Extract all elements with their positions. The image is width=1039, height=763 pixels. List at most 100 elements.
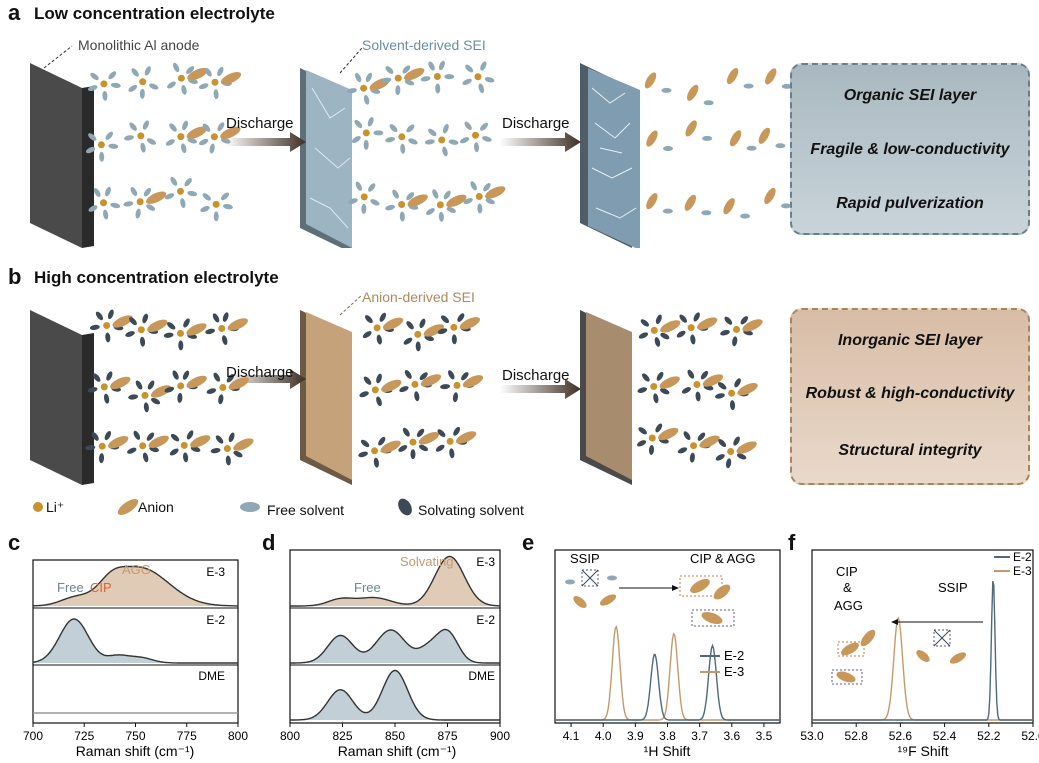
solvent-molecule: [205, 328, 216, 335]
solvent-molecule: [470, 181, 477, 191]
solvent-molecule: [222, 312, 229, 322]
solvent-molecule: [178, 340, 184, 351]
solvent-molecule: [92, 373, 101, 382]
li-ion: [223, 445, 231, 453]
solvent-molecule: [655, 423, 663, 433]
solvent-molecule: [462, 78, 472, 85]
callout-monolithic-anode: Monolithic Al anode: [78, 37, 200, 53]
solvent-molecule: [732, 336, 738, 347]
anion: [186, 323, 207, 336]
solvent-molecule: [419, 372, 428, 381]
anion: [420, 374, 442, 387]
spectrum-line-e-2: [32, 618, 238, 664]
box-a-line-3: Rapid pulverization: [836, 195, 984, 212]
solvent-molecule: [446, 206, 456, 214]
anion: [685, 120, 697, 137]
summary-box-a: Organic SEI layer Fragile & low-conducti…: [790, 63, 1030, 235]
anion: [112, 315, 133, 328]
solvent-molecule: [676, 330, 686, 338]
solvent-molecule: [415, 341, 421, 352]
solvent-molecule: [661, 87, 672, 93]
solvent-molecule: [89, 324, 100, 331]
li-ion: [212, 200, 220, 208]
solvent-molecule: [703, 100, 714, 106]
solvent-molecule: [103, 393, 110, 404]
solvent-molecule: [129, 317, 137, 326]
solvent-molecule: [414, 391, 420, 402]
solvent-molecule: [128, 394, 139, 400]
solvent-molecule: [480, 122, 488, 131]
solvent-molecule: [485, 198, 495, 205]
solvent-molecule: [440, 315, 450, 324]
solvent-molecule: [225, 455, 231, 466]
callout-solvent-sei: Solvent-derived SEI: [362, 37, 486, 53]
solvent-molecule: [173, 62, 180, 73]
solvent-molecule: [180, 198, 186, 209]
solvent-molecule: [746, 145, 757, 151]
solvent-molecule: [142, 120, 150, 130]
anion: [660, 320, 681, 333]
anode-plate-a1: [30, 63, 94, 248]
solvent-molecule: [689, 452, 695, 463]
free-solvent-icon: [240, 502, 260, 512]
anion: [729, 130, 742, 147]
discharge-label-b1: Discharge: [226, 364, 294, 381]
li-ion: [648, 434, 656, 442]
li-ion: [411, 380, 419, 388]
panel-d-xlabel: Raman shift (cm⁻¹): [338, 743, 457, 759]
spectrum-area-e-2: [290, 629, 500, 663]
panel-e-label-ssip: SSIP: [570, 551, 600, 566]
solvent-molecule: [147, 380, 155, 390]
solvent-molecule: [638, 427, 647, 435]
solvent-molecule: [359, 391, 369, 398]
solvating-solvent-icon: [398, 498, 412, 516]
solvent-molecule: [166, 322, 176, 330]
solvent-molecule: [348, 198, 358, 205]
anion: [758, 127, 771, 144]
solvent-molecule: [169, 448, 179, 456]
solvent-molecule: [351, 136, 361, 143]
spectrum-line-e-3: [290, 555, 501, 607]
solvent-molecule: [775, 143, 786, 149]
li-ion: [650, 326, 658, 334]
solvent-molecule: [402, 65, 411, 74]
li-ion: [438, 136, 446, 144]
panel-d-ann-solvating: Solvating: [400, 554, 453, 569]
solvent-molecule: [424, 335, 435, 342]
solvent-molecule: [177, 392, 183, 403]
anode-plate-b1: [30, 310, 94, 485]
li-ion: [103, 321, 111, 329]
solvent-molecule: [88, 205, 98, 212]
solvent-molecule: [190, 446, 201, 452]
solvent-molecule: [139, 88, 145, 99]
panel-c-xlabel: Raman shift (cm⁻¹): [76, 743, 195, 759]
panel-d-tick-label: 825: [332, 729, 352, 743]
panel-e-inset-ssip: [565, 569, 617, 608]
solvent-molecule: [108, 71, 117, 80]
anion: [699, 435, 720, 448]
solvent-molecule: [360, 439, 370, 448]
solvent-molecule: [181, 143, 187, 154]
solvent-molecule: [131, 68, 139, 77]
anion: [186, 375, 207, 389]
solvent-molecule: [720, 329, 730, 336]
li-ion: [727, 448, 735, 456]
solvent-molecule: [687, 369, 695, 379]
solvent-molecule: [640, 319, 650, 327]
sei-plate-b3: [580, 310, 632, 485]
solvent-molecule: [437, 429, 446, 438]
panel-f-xlabel: ¹⁹F Shift: [897, 743, 948, 759]
panel-d-tick-label: 900: [490, 729, 510, 743]
solvent-molecule: [660, 332, 670, 340]
solvent-molecule: [418, 444, 429, 452]
solvent-molecule: [464, 121, 472, 131]
solvent-molecule: [690, 334, 696, 345]
solvent-molecule: [780, 203, 791, 209]
solvent-molecule: [199, 138, 209, 146]
solvent-molecule: [638, 332, 649, 339]
panel-e-legend-e2: E-2: [724, 648, 744, 663]
panel-f-inset-cip-agg: [831, 629, 876, 685]
